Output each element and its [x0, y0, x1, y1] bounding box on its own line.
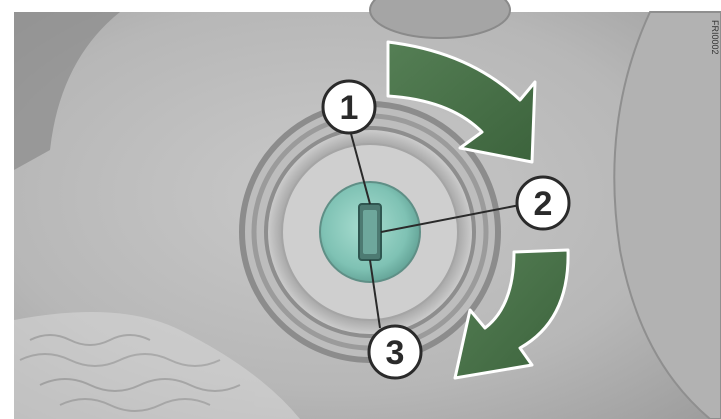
callout-2-label: 2 — [534, 185, 553, 223]
cap-slot-inner — [363, 210, 377, 254]
side-code: FRI0002 — [710, 20, 720, 55]
callout-1: 1 — [323, 81, 375, 133]
callout-1-label: 1 — [340, 89, 359, 127]
callout-2: 2 — [517, 177, 569, 229]
callout-3-label: 3 — [386, 334, 405, 372]
callout-3: 3 — [369, 326, 421, 378]
